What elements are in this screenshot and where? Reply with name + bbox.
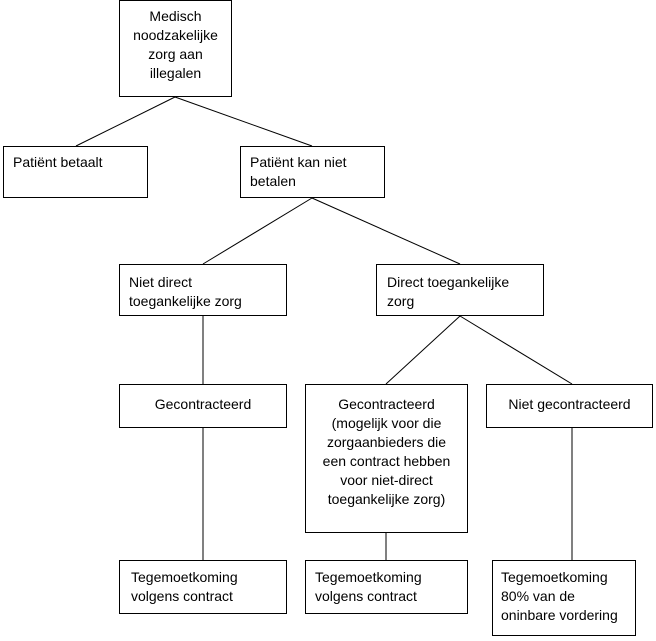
node-patient-pays: Patiënt betaalt: [3, 146, 148, 198]
node-compensation-contract-1: Tegemoetkoming volgens contract: [119, 560, 287, 614]
node-not-direct-accessible-care: Niet direct toegankelijke zorg: [119, 264, 287, 316]
edge-direct-to-contracted: [385, 315, 461, 385]
edge-cannot-pay-to-direct: [311, 197, 461, 265]
node-contracted-not-direct: Gecontracteerd: [119, 384, 287, 428]
node-not-contracted: Niet gecontracteerd: [486, 384, 653, 428]
node-compensation-contract-2: Tegemoetkoming volgens contract: [305, 560, 468, 614]
edge-cannot-pay-to-not-direct: [202, 197, 313, 265]
edge-root-to-cannot-pay: [174, 96, 313, 147]
node-medical-care-illegals: Medisch noodzakelijke zorg aan illegalen: [119, 0, 232, 97]
edge-root-to-pays: [75, 96, 176, 147]
edge-direct-to-not-contracted: [459, 315, 573, 385]
node-patient-cannot-pay: Patiënt kan niet betalen: [240, 146, 385, 198]
node-compensation-80-percent: Tegemoetkoming 80% van de oninbare vorde…: [492, 560, 636, 636]
node-contracted-direct: Gecontracteerd (mogelijk voor die zorgaa…: [305, 384, 468, 533]
node-direct-accessible-care: Direct toegankelijke zorg: [376, 264, 544, 316]
